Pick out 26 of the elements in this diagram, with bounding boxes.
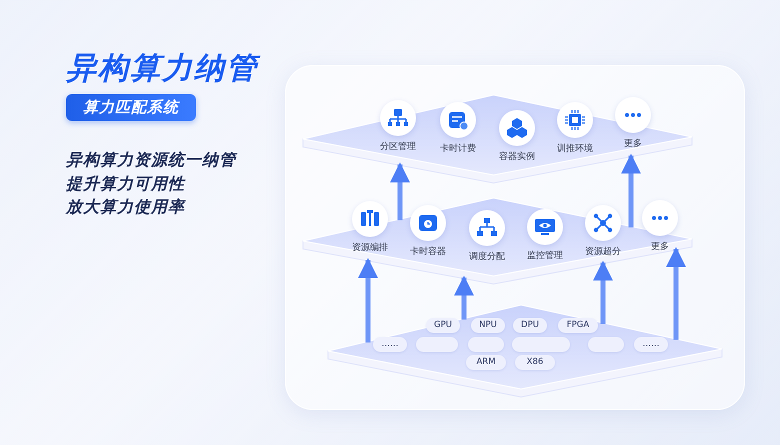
feature-text: 提升算力可用性 — [66, 174, 185, 195]
up-arrow — [358, 258, 378, 342]
title: 异构算力纳管 — [66, 48, 258, 89]
up-arrow — [593, 260, 613, 324]
feature-text: 异构算力资源统一纳管 — [66, 150, 236, 171]
item-label: 卡时计费 — [439, 142, 477, 155]
item-label: 调度分配 — [468, 250, 506, 263]
chip-tag: GPU — [426, 318, 460, 332]
up-arrow — [454, 276, 474, 320]
feature-text: 放大算力使用率 — [66, 197, 185, 218]
item-label: 容器实例 — [498, 150, 536, 163]
up-arrow — [666, 246, 686, 340]
chip-tag: FPGA — [558, 318, 598, 332]
item-label: 更多 — [650, 240, 670, 253]
item-label: 分区管理 — [379, 140, 417, 153]
item-label: 卡时容器 — [409, 246, 447, 258]
item-label: 资源超分 — [584, 246, 622, 258]
chip-tag — [512, 336, 570, 352]
subtitle-badge: 算力匹配系统 — [66, 94, 196, 121]
chip-tag: …… — [373, 336, 407, 352]
item-label: 更多 — [623, 138, 643, 150]
item-label: 训推环境 — [556, 142, 594, 155]
up-arrow — [390, 162, 410, 220]
up-arrow — [621, 154, 641, 228]
item-label: 监控管理 — [526, 250, 564, 262]
item-label: 资源编排 — [351, 242, 389, 254]
